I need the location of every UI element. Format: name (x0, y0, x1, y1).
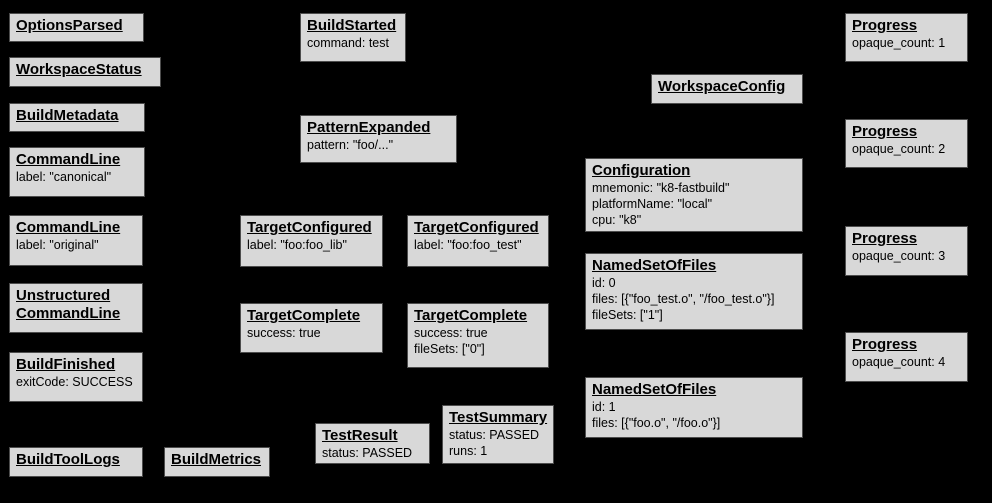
node-command-line-canonical: CommandLine label: "canonical" (9, 147, 145, 197)
node-detail: status: PASSED (449, 428, 540, 442)
node-target-complete-lib: TargetComplete success: true (240, 303, 383, 353)
node-detail: id: 0 (592, 276, 616, 290)
node-target-complete-test: TargetComplete success: true fileSets: ["0… (407, 303, 549, 368)
node-build-metadata: BuildMetadata (9, 103, 145, 132)
node-detail: success: true (414, 326, 488, 340)
node-title: Progress (852, 336, 918, 353)
node-detail: command: test (307, 36, 389, 50)
node-detail: status: PASSED (322, 446, 413, 460)
node-detail: files: [{"foo_test.o", "/foo_test.o"}] (592, 292, 775, 306)
node-target-configured-lib: TargetConfigured label: "foo:foo_lib" (240, 215, 383, 267)
node-pattern-expanded: PatternExpanded pattern: "foo/..." (300, 115, 457, 163)
node-title: WorkspaceConfig (658, 78, 786, 95)
node-test-summary: TestSummary status: PASSED runs: 1 (442, 405, 554, 464)
node-title: TargetComplete (247, 307, 361, 324)
node-title: Configuration (592, 162, 691, 179)
node-detail: opaque_count: 4 (852, 355, 946, 369)
node-detail: files: [{"foo.o", "/foo.o"}] (592, 416, 721, 430)
node-progress-1: Progress opaque_count: 1 (845, 13, 968, 62)
node-detail: label: "foo:foo_test" (414, 238, 522, 252)
node-title: Progress (852, 123, 918, 140)
node-title: BuildStarted (307, 17, 397, 34)
node-title: TestSummary (449, 409, 548, 426)
node-title: OptionsParsed (16, 17, 123, 34)
node-detail: platformName: "local" (592, 197, 713, 211)
node-detail: label: "foo:foo_lib" (247, 238, 347, 252)
node-detail: fileSets: ["0"] (414, 342, 485, 356)
node-title: CommandLine (16, 305, 121, 322)
node-title: CommandLine (16, 219, 121, 236)
node-named-set-of-files-0: NamedSetOfFiles id: 0 files: [{"foo_test.o… (585, 253, 803, 330)
node-detail: success: true (247, 326, 321, 340)
node-title: Unstructured (16, 287, 111, 304)
node-title: BuildToolLogs (16, 451, 120, 468)
node-detail: runs: 1 (449, 444, 488, 458)
node-configuration: Configuration mnemonic: "k8-fastbuild" pla… (585, 158, 803, 232)
node-title: BuildMetadata (16, 107, 119, 124)
node-progress-4: Progress opaque_count: 4 (845, 332, 968, 382)
node-build-started: BuildStarted command: test (300, 13, 406, 62)
node-detail: opaque_count: 1 (852, 36, 946, 50)
node-options-parsed: OptionsParsed (9, 13, 144, 42)
node-title: WorkspaceStatus (16, 61, 142, 78)
node-workspace-status: WorkspaceStatus (9, 57, 161, 87)
node-detail: id: 1 (592, 400, 616, 414)
node-detail: opaque_count: 3 (852, 249, 946, 263)
node-progress-3: Progress opaque_count: 3 (845, 226, 968, 276)
node-build-tool-logs: BuildToolLogs (9, 447, 143, 477)
node-title: Progress (852, 230, 918, 247)
node-detail: cpu: "k8" (592, 213, 642, 227)
node-title: TargetConfigured (414, 219, 539, 236)
node-detail: exitCode: SUCCESS (16, 375, 133, 389)
node-build-finished: BuildFinished exitCode: SUCCESS (9, 352, 143, 402)
node-title: TestResult (322, 427, 398, 444)
node-test-result: TestResult status: PASSED (315, 423, 430, 464)
node-title: NamedSetOfFiles (592, 257, 717, 274)
node-detail: opaque_count: 2 (852, 142, 946, 156)
node-title: CommandLine (16, 151, 121, 168)
node-detail: label: "original" (16, 238, 99, 252)
node-target-configured-test: TargetConfigured label: "foo:foo_test" (407, 215, 549, 267)
node-title: NamedSetOfFiles (592, 381, 717, 398)
node-detail: label: "canonical" (16, 170, 112, 184)
node-title: Progress (852, 17, 918, 34)
node-detail: pattern: "foo/..." (307, 138, 394, 152)
node-build-metrics: BuildMetrics (164, 447, 270, 477)
node-title: BuildFinished (16, 356, 116, 373)
node-title: BuildMetrics (171, 451, 262, 468)
node-title: TargetComplete (414, 307, 528, 324)
node-command-line-original: CommandLine label: "original" (9, 215, 143, 266)
node-title: PatternExpanded (307, 119, 431, 136)
node-workspace-config: WorkspaceConfig (651, 74, 803, 104)
node-title: TargetConfigured (247, 219, 372, 236)
node-progress-2: Progress opaque_count: 2 (845, 119, 968, 168)
node-detail: fileSets: ["1"] (592, 308, 663, 322)
node-named-set-of-files-1: NamedSetOfFiles id: 1 files: [{"foo.o", "/… (585, 377, 803, 438)
node-detail: mnemonic: "k8-fastbuild" (592, 181, 730, 195)
